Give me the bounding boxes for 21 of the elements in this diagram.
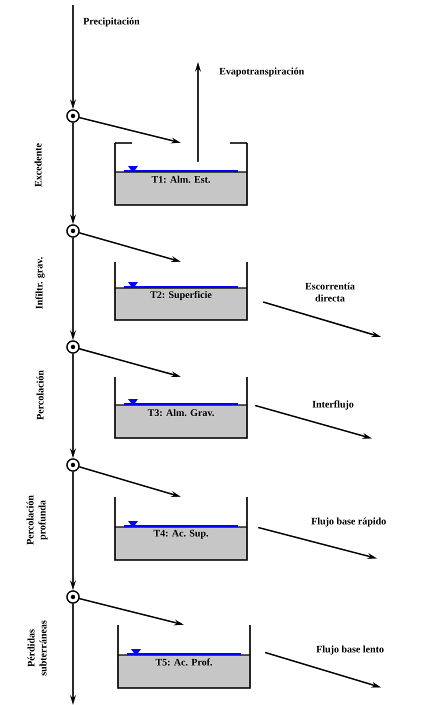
tank: T2: Superficie bbox=[114, 262, 248, 321]
edge-label: Evapotranspiración bbox=[219, 67, 304, 77]
junction-circle bbox=[66, 109, 80, 123]
edge-label: Precipitación bbox=[83, 17, 140, 27]
edge-label: Flujo base lento bbox=[316, 645, 384, 655]
junction-circle bbox=[66, 458, 80, 472]
edge-label: Escorrentía directa bbox=[305, 282, 355, 302]
edge-label: Infiltr. grav. bbox=[35, 257, 45, 309]
junction-circle bbox=[66, 340, 80, 354]
tank: T4: Ac. Sup. bbox=[114, 497, 248, 561]
edge-label: Interflujo bbox=[312, 400, 354, 410]
tank: T5: Ac. Prof. bbox=[117, 625, 251, 689]
edge-label: Excedente bbox=[34, 143, 42, 187]
tank: T3: Alm. Grav. bbox=[114, 377, 248, 439]
edge-label: Percolación bbox=[36, 370, 44, 420]
edge-label: Pérdidas subterráneas bbox=[27, 620, 47, 676]
tank: T1: Alm. Est. bbox=[114, 142, 248, 206]
junction-circle bbox=[66, 590, 80, 604]
edge-label: Flujo base rápido bbox=[311, 517, 386, 527]
junction-circle bbox=[66, 224, 80, 238]
edge-label: Percolación profunda bbox=[26, 495, 48, 545]
